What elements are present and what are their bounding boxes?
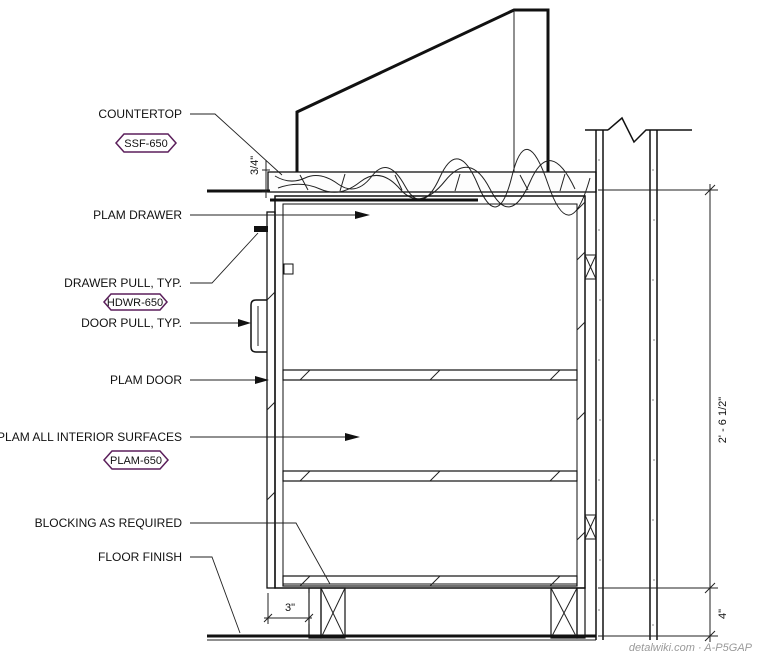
svg-text:SSF-650: SSF-650 — [124, 138, 167, 150]
label-plam-door: PLAM DOOR — [110, 373, 182, 387]
label-floor-finish: FLOOR FINISH — [98, 550, 182, 564]
cabinet-box — [274, 195, 586, 589]
label-plam-interior: PLAM ALL INTERIOR SURFACES — [0, 430, 182, 444]
wall-section — [584, 116, 692, 640]
door-panel — [266, 211, 276, 589]
catch-block — [283, 263, 294, 275]
dim-toe-kick-height: 4" — [717, 609, 729, 619]
backsplash-outline — [295, 8, 550, 172]
cabinet-bottom — [282, 575, 578, 587]
shelf-lower — [282, 470, 578, 482]
tag-hardware: HDWR-650 — [103, 293, 168, 311]
counter-thickness-dimension — [262, 160, 270, 198]
shelf-upper — [282, 369, 578, 381]
toe-kick-blocking — [308, 587, 586, 639]
label-blocking: BLOCKING AS REQUIRED — [35, 516, 183, 530]
dim-toe-kick-depth: 3" — [285, 602, 295, 614]
label-drawer-pull: DRAWER PULL, TYP. — [64, 276, 182, 290]
label-countertop: COUNTERTOP — [98, 107, 182, 121]
watermark: detalwiki.com · A-P5GAP — [629, 642, 753, 654]
toe-kick-dimension — [263, 593, 314, 624]
label-plam-drawer: PLAM DRAWER — [93, 208, 182, 222]
dim-counter-thickness: 3/4" — [249, 156, 261, 175]
dim-cabinet-height: 2' - 6 1/2" — [717, 397, 729, 443]
leader-lines — [190, 113, 370, 634]
label-door-pull: DOOR PULL, TYP. — [81, 316, 182, 330]
door-pull — [250, 299, 267, 353]
svg-text:PLAM-650: PLAM-650 — [110, 455, 162, 467]
tag-countertop: SSF-650 — [114, 133, 178, 153]
tag-plam: PLAM-650 — [102, 450, 170, 470]
height-dimension — [598, 184, 718, 642]
drawer-pull — [254, 226, 268, 232]
svg-text:HDWR-650: HDWR-650 — [107, 297, 163, 309]
